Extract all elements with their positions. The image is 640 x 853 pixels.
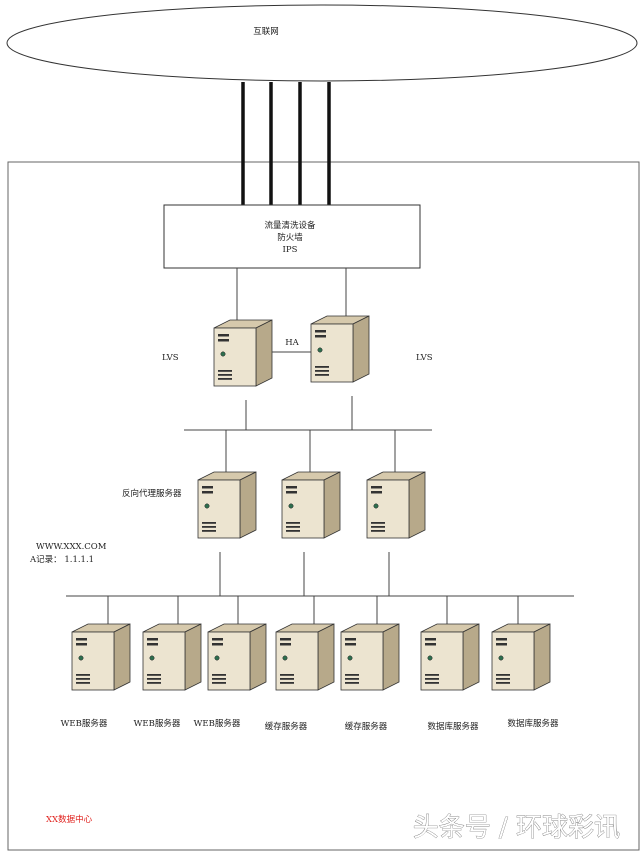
db-server-2 [491,623,551,691]
dns-domain: WWW.XXX.COM [36,542,107,552]
security-line-2: 防火墙 [277,232,303,243]
web-server-2 [142,623,202,691]
cache-server-1 [275,623,335,691]
lvs-server-right [310,315,370,383]
backend-label-4: 缓存服务器 [265,721,308,732]
security-line-3: IPS [283,245,298,255]
internet-label: 互联网 [253,27,279,37]
lvs-right-label: LVS [416,353,433,363]
backend-label-7: 数据库服务器 [507,718,559,729]
proxy-server-2 [281,471,341,539]
proxy-downlinks [219,552,390,596]
backend-uplinks [107,596,519,628]
internet-cloud [6,4,638,82]
proxy-server-1 [197,471,257,539]
backend-label-5: 缓存服务器 [345,721,388,732]
web-server-1 [71,623,131,691]
cache-server-2 [340,623,400,691]
proxy-label: 反向代理服务器 [122,488,182,499]
proxy-uplinks [225,430,396,474]
lvs-uplinks [236,268,347,322]
dns-a-record: A记录： 1.1.1.1 [29,555,94,565]
internet-uplinks [241,82,331,205]
backend-label-2: WEB服务器 [134,718,181,729]
db-server-1 [420,623,480,691]
ha-label: HA [285,338,299,348]
security-device-box [163,204,421,269]
backend-label-3: WEB服务器 [194,718,241,729]
security-line-1: 流量清洗设备 [264,220,316,231]
proxy-server-3 [366,471,426,539]
datacenter-boundary [7,161,640,851]
backend-label-6: 数据库服务器 [427,721,479,732]
lvs-server-left [213,319,273,387]
lvs-left-label: LVS [162,353,179,363]
watermark: 头条号 / 环球彩讯 [413,813,620,843]
datacenter-label: XX数据中心 [46,814,93,825]
backend-label-1: WEB服务器 [61,718,108,729]
web-server-3 [207,623,267,691]
lvs-downlinks [245,396,353,430]
